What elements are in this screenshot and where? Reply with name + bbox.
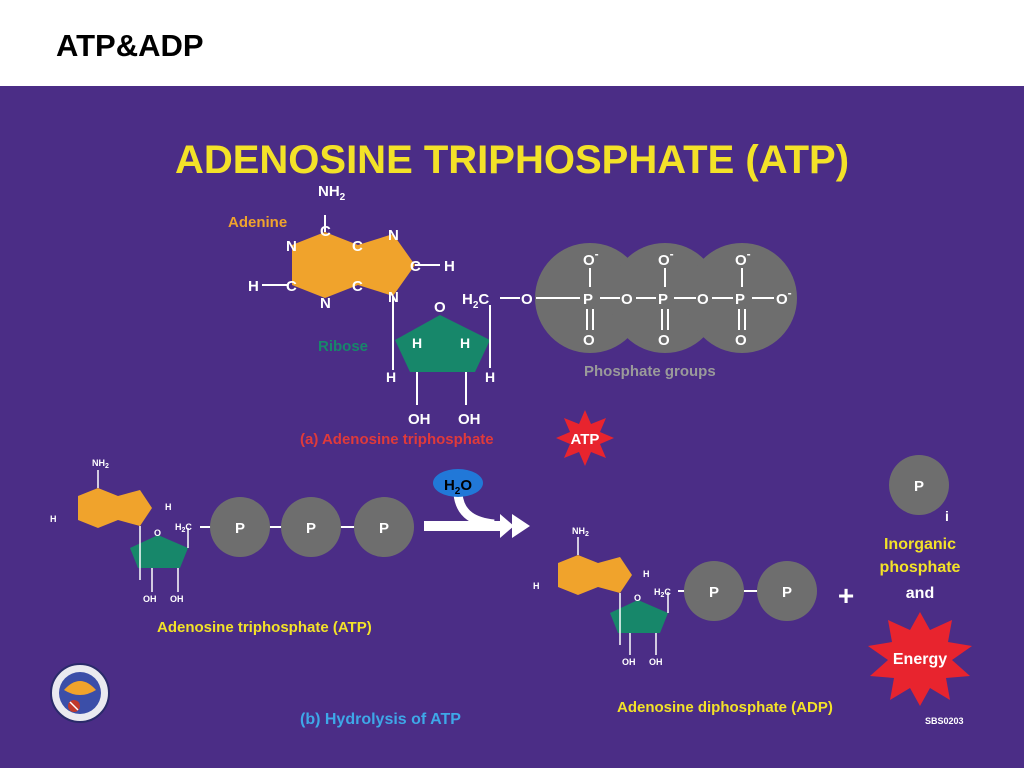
diagram-panel — [0, 86, 1024, 768]
and-label: and — [906, 585, 934, 602]
pi-subscript: i — [945, 508, 949, 524]
adp-caption: Adenosine diphosphate (ADP) — [617, 699, 833, 716]
inorganic-phosphate-ball — [889, 455, 949, 515]
phosphate-o-end: O- — [776, 286, 792, 308]
atom-n-top-right: N — [388, 227, 399, 244]
atom-c-top: C — [320, 223, 331, 240]
adp-small-h-right: H — [643, 569, 650, 579]
atp-small-molecule — [78, 470, 414, 592]
atp-caption: Adenosine triphosphate (ATP) — [157, 619, 372, 636]
atp-small-oh1: OH — [143, 594, 157, 604]
atom-h-right: H — [444, 258, 455, 275]
water-bubble — [433, 469, 483, 497]
atp-small-h-right: H — [165, 502, 172, 512]
atp-small-h-left: H — [50, 514, 57, 524]
phosphate-groups — [535, 243, 797, 353]
adenine-ring-large — [262, 215, 440, 370]
hydrolysis-arrow — [424, 493, 530, 538]
ribose-h4: H — [485, 369, 495, 385]
slide-title: ATP&ADP — [56, 28, 204, 63]
atom-n-left: N — [286, 238, 297, 255]
phosphate-o2: O — [697, 291, 709, 308]
atom-c-right: C — [410, 258, 421, 275]
ribose-h3: H — [386, 369, 396, 385]
h2c-label: H2C — [462, 291, 489, 311]
ribose-label: Ribose — [318, 338, 368, 355]
adp-p2: P — [782, 584, 792, 601]
phosphate-p2: P — [658, 291, 668, 308]
adp-small-nh2: NH2 — [572, 526, 589, 538]
adenine-label: Adenine — [228, 214, 287, 231]
ribose-oh2: OH — [458, 411, 481, 428]
phosphate-o1: O — [621, 291, 633, 308]
figure-code: SBS0203 — [925, 716, 964, 726]
atp-p1: P — [235, 520, 245, 537]
phosphate-p1: P — [583, 291, 593, 308]
adp-small-oh1: OH — [622, 657, 636, 667]
adp-small-molecule — [558, 537, 817, 655]
phosphate-p3: P — [735, 291, 745, 308]
phosphate-odb-3: O — [735, 332, 747, 349]
inorganic-line1: Inorganic — [884, 536, 956, 553]
ribose-o: O — [434, 299, 446, 316]
adp-small-h2c: H2C — [654, 587, 671, 599]
ribose-h1: H — [412, 335, 422, 351]
atp-badge-label: ATP — [571, 431, 600, 448]
atom-c-left: C — [286, 278, 297, 295]
phosphate-ominus-1: O- — [583, 247, 599, 269]
adp-small-h-left: H — [533, 581, 540, 591]
atp-small-h2c: H2C — [175, 522, 192, 534]
atp-p2: P — [306, 520, 316, 537]
atp-p3: P — [379, 520, 389, 537]
atom-n-bottom: N — [320, 295, 331, 312]
ribose-ring-large — [395, 315, 490, 372]
phosphate-groups-label: Phosphate groups — [584, 363, 716, 380]
phosphate-ominus-2: O- — [658, 247, 674, 269]
atom-n-bottom-right: N — [388, 289, 399, 306]
adp-small-ribose-o: O — [634, 593, 641, 603]
seal-logo — [50, 663, 110, 723]
atp-small-ribose-o: O — [154, 528, 161, 538]
phosphate-odb-2: O — [658, 332, 670, 349]
bridge-o: O — [521, 291, 533, 308]
atom-c-mid: C — [352, 238, 363, 255]
energy-label: Energy — [893, 651, 947, 668]
caption-a: (a) Adenosine triphosphate — [300, 431, 494, 448]
atp-small-nh2: NH2 — [92, 458, 109, 470]
caption-b: (b) Hydrolysis of ATP — [300, 711, 461, 728]
nh2-label: NH2 — [318, 183, 346, 203]
inorganic-line2: phosphate — [880, 559, 961, 576]
adp-small-oh2: OH — [649, 657, 663, 667]
energy-star — [868, 612, 972, 706]
water-label: H2O — [444, 477, 472, 497]
ribose-h2: H — [460, 335, 470, 351]
inorganic-p: P — [914, 478, 924, 495]
phosphate-odb-1: O — [583, 332, 595, 349]
atp-badge-star — [556, 410, 614, 466]
atp-small-oh2: OH — [170, 594, 184, 604]
plus-sign: + — [838, 580, 854, 611]
atom-h-left: H — [248, 278, 259, 295]
phosphate-ominus-3: O- — [735, 247, 751, 269]
main-title: ADENOSINE TRIPHOSPHATE (ATP) — [175, 138, 849, 182]
adp-p1: P — [709, 584, 719, 601]
atom-c-bottom: C — [352, 278, 363, 295]
ribose-oh1: OH — [408, 411, 431, 428]
